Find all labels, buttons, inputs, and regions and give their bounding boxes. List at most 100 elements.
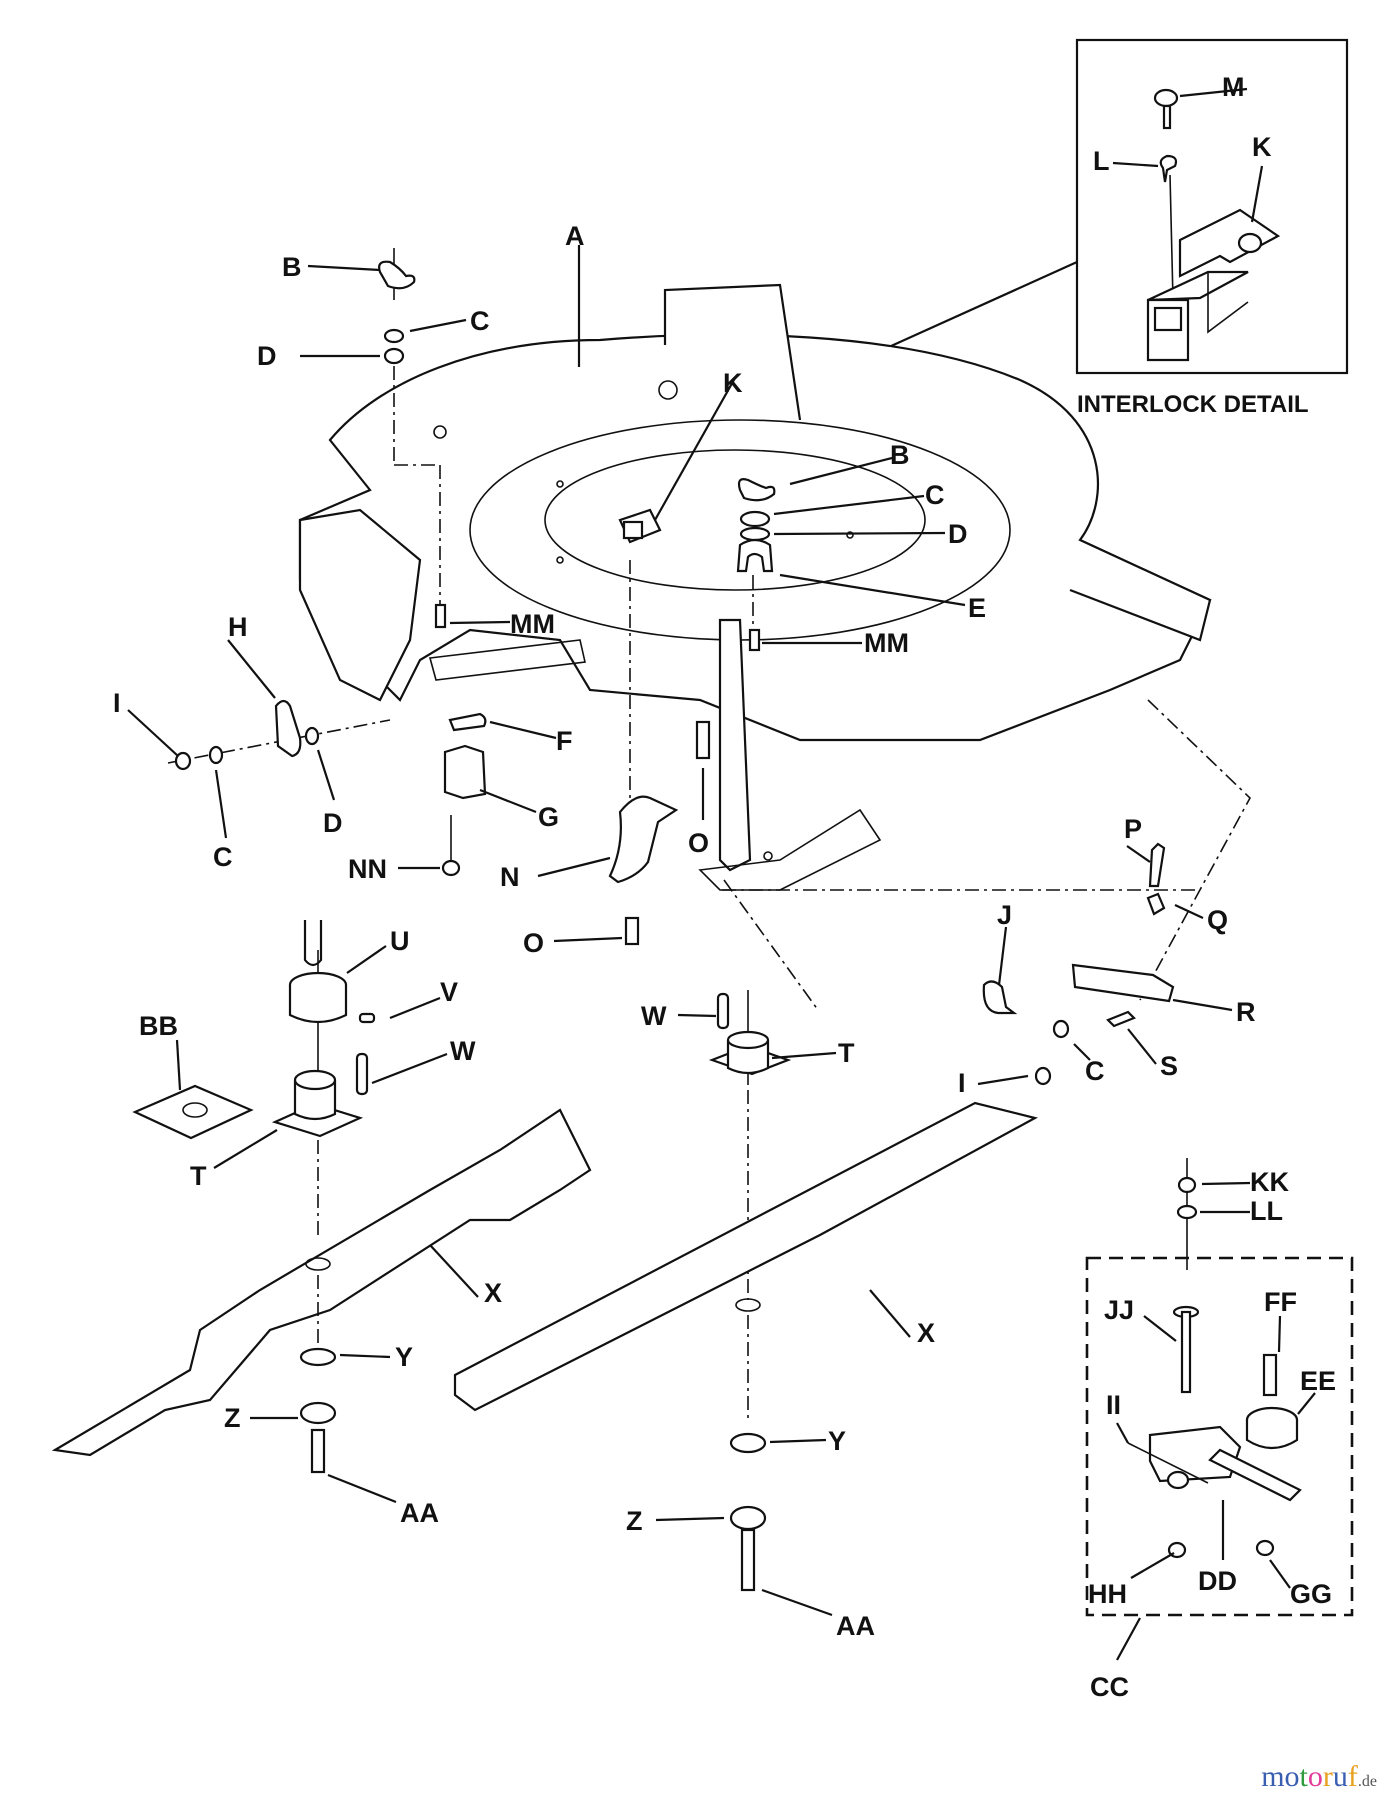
bolt-aa-left [310,1428,326,1474]
label-hh: HH [1088,1579,1127,1609]
shaft-left [303,920,323,967]
label-z-center: Z [626,1506,643,1536]
watermark-logo: motoruf.de [1261,1760,1377,1794]
washer-y-center [729,1432,767,1454]
interlock-bracket-k [1146,208,1281,362]
stud-mm-left [434,603,447,629]
label-t-center: T [838,1038,855,1068]
bolt-ff [1262,1353,1278,1397]
bracket-r [1071,963,1175,1003]
bracket-n [608,795,679,884]
idler-bracket-dd [1148,1425,1242,1483]
screw-p [1148,842,1166,888]
center-spindle-assembly [708,990,792,1300]
nut-nn [441,859,461,877]
label-c-lower-left: C [213,842,233,872]
label-b-left: B [282,252,302,282]
label-n: N [500,862,520,892]
label-r: R [1236,997,1256,1027]
left-blade-assembly [51,1108,592,1474]
label-gg: GG [1290,1579,1332,1609]
washer-z-left [299,1401,337,1425]
watermark-letter: r [1322,1760,1333,1793]
label-i-left: I [113,688,121,718]
bolt-f [448,712,487,732]
label-x-left: X [484,1278,502,1308]
nut-kk [1177,1176,1197,1194]
label-w-center: W [641,1001,667,1031]
label-v: V [440,977,458,1007]
spring-ii [1127,1442,1209,1484]
bolt-aa-center [740,1528,756,1592]
nut-gg [1255,1539,1275,1557]
watermark-letter: o [1284,1760,1300,1793]
label-bb: BB [139,1011,178,1041]
washer-d-lower-left [304,726,320,746]
label-aa-center: AA [836,1611,875,1641]
label-dd: DD [1198,1566,1237,1596]
center-fastener-stack [736,478,776,652]
label-d-lower-left: D [323,808,343,838]
label-ll: LL [1250,1196,1283,1226]
label-c-right: C [1085,1056,1105,1086]
label-cc: CC [1090,1672,1129,1702]
label-d-center: D [948,519,968,549]
upper-left-fastener-stack [378,248,447,629]
label-u: U [390,926,410,956]
label-l: L [1093,146,1110,176]
label-z-left: Z [224,1403,241,1433]
washer-c-lower-left [208,745,224,765]
plate-bb [132,1084,254,1140]
label-j: J [997,900,1012,930]
label-mm-left: MM [510,609,555,639]
set-screw-v [358,1012,376,1024]
left-spindle-assembly [132,920,376,1240]
watermark-letter: u [1332,1760,1348,1793]
clip-g [443,744,487,800]
key-w-left [355,1052,369,1096]
bolt-o-upper [695,720,711,760]
washer-z-center [729,1505,767,1531]
label-c-left: C [470,306,490,336]
label-e: E [968,593,986,623]
label-nn: NN [348,854,387,884]
screw-m [1153,88,1179,130]
assembly-boundary [1085,1256,1354,1617]
label-m: M [1222,72,1245,102]
watermark-letter: f [1347,1760,1358,1793]
washer-ll [1176,1204,1198,1220]
bracket-h [274,699,302,758]
label-x-center: X [917,1318,935,1348]
label-ee: EE [1300,1366,1336,1396]
latch-j [982,980,1018,1015]
inset-frame [1075,38,1349,375]
label-ii: II [1106,1390,1121,1420]
label-i-right: I [958,1068,966,1098]
label-c-center: C [925,480,945,510]
deflector-bracket-assembly [608,560,711,946]
watermark-letter: o [1307,1760,1323,1793]
blade-x-left [51,1108,592,1457]
watermark-letter: m [1261,1760,1285,1793]
stud-mm-center [748,628,761,652]
label-w-left: W [450,1036,476,1066]
label-k-main: K [723,368,743,398]
label-k-inset: K [1252,132,1272,162]
watermark-suffix: .de [1357,1773,1377,1790]
washer-y-left [299,1347,337,1367]
label-q: Q [1207,905,1228,935]
nut-i-left [174,751,192,771]
key-w-center [716,992,730,1030]
label-y-center: Y [828,1426,846,1456]
watermark-letter: t [1299,1760,1308,1793]
inset-title: INTERLOCK DETAIL [1077,391,1309,418]
label-a: A [565,221,585,251]
label-d-left: D [257,341,277,371]
label-jj: JJ [1104,1295,1134,1325]
label-mm-center: MM [864,628,909,658]
interlock-latch-k [618,508,662,544]
mower-deck-housing [298,283,1212,891]
label-o-lower: O [523,928,544,958]
height-adjust-assembly [982,842,1175,1086]
